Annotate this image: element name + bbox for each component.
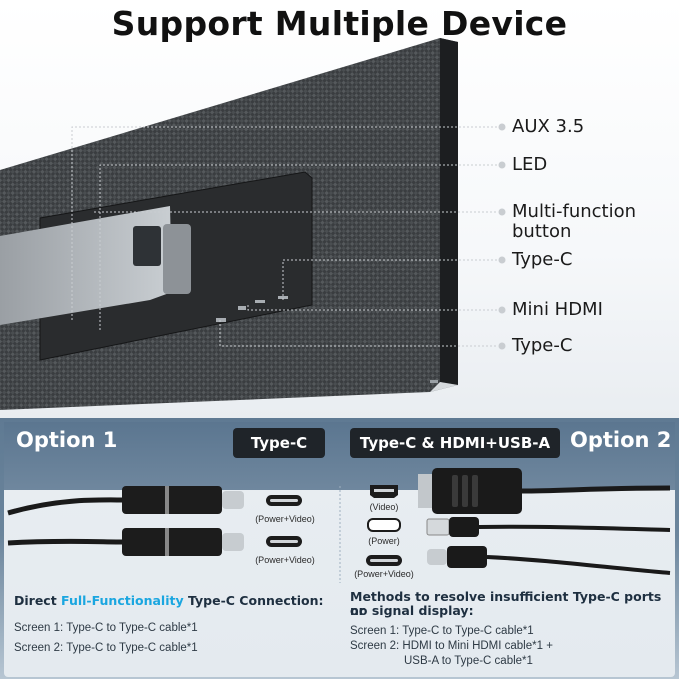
option-1-port-caption-1: (Power+Video) xyxy=(255,514,315,524)
options-panel: Option 1 Option 2 Type-C Type-C & HDMI+U… xyxy=(0,418,679,679)
callout-lines xyxy=(71,126,498,347)
option-2-pill: Type-C & HDMI+USB-A xyxy=(350,428,560,458)
hdmi-port-icon xyxy=(370,485,398,498)
option-2-line-1: Screen 1: Type-C to Type-C cable*1 xyxy=(350,625,534,637)
callout-mini-hdmi: Mini HDMI xyxy=(512,299,603,320)
hdmi-cable xyxy=(418,468,671,514)
callout-dots xyxy=(498,123,506,350)
monitor-edge xyxy=(440,38,458,385)
page-title: Support Multiple Device xyxy=(111,4,568,43)
option-2-port-caption-power-video: (Power+Video) xyxy=(354,569,414,579)
option-1-heading: Direct Full-Functionality Type-C Connect… xyxy=(14,593,324,608)
callout-multifunction-2: button xyxy=(512,221,572,242)
usb-c-port-icon xyxy=(266,536,302,547)
type-c-cable-2 xyxy=(7,528,244,556)
option-1-pill: Type-C xyxy=(233,428,325,458)
product-hero: Support Multiple Device AUX 3.5 LED Mult… xyxy=(0,0,679,418)
port-dot xyxy=(238,306,246,310)
option-1-line-2: Screen 2: Type-C to Type-C cable*1 xyxy=(14,642,198,654)
callout-led: LED xyxy=(512,154,548,175)
callout-type-c-upper: Type-C xyxy=(512,249,573,270)
option-2-port-caption-power: (Power) xyxy=(368,536,400,546)
type-c-plug-icon xyxy=(427,546,671,575)
callout-type-c-lower: Type-C xyxy=(512,335,573,356)
option-1-heading-highlight: Full-Functionality xyxy=(61,593,184,608)
option-1-port-caption-2: (Power+Video) xyxy=(255,555,315,565)
type-c-cable-1 xyxy=(7,486,244,516)
cable-illustration xyxy=(7,468,671,583)
kickstand xyxy=(0,206,172,325)
option-1-title: Option 1 xyxy=(16,428,118,452)
callout-aux: AUX 3.5 xyxy=(512,116,585,137)
option-2-heading-1: Methods to resolve insufficient Type-C p… xyxy=(350,589,662,618)
option-2-line-3: USB-A to Type-C cable*1 xyxy=(404,655,533,667)
option-2-title: Option 2 xyxy=(570,428,672,452)
option-2-port-caption-video: (Video) xyxy=(369,502,399,512)
callout-multifunction: Multi-function xyxy=(512,201,637,222)
option-2-heading-2: no signal display: xyxy=(350,603,474,618)
option-2-line-2: Screen 2: HDMI to Mini HDMI cable*1 + xyxy=(350,640,553,652)
option-1-line-1: Screen 1: Type-C to Type-C cable*1 xyxy=(14,622,198,634)
usb-c-port-icon xyxy=(367,518,401,532)
options-panel-header xyxy=(4,422,675,490)
usb-c-port-icon xyxy=(366,555,402,566)
monitor-illustration xyxy=(0,38,506,410)
usb-c-port-icon xyxy=(266,495,302,506)
usb-a-plug-icon xyxy=(426,517,671,537)
